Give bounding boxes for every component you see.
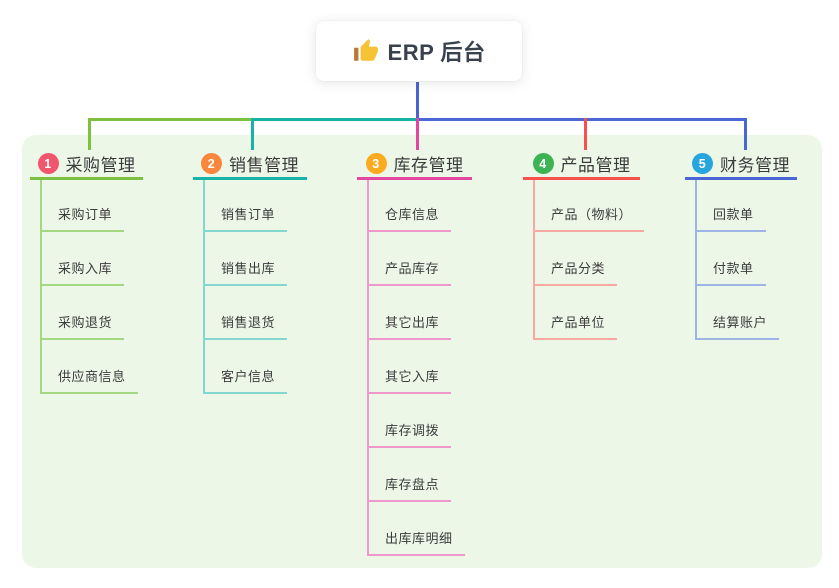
child-label: 销售退货	[221, 315, 276, 330]
branch-label: 库存管理	[393, 156, 464, 175]
child-label: 销售订单	[221, 207, 276, 222]
thumbs-up-icon	[353, 38, 379, 64]
child-node[interactable]: 产品单位	[533, 306, 618, 340]
connector-line	[416, 118, 419, 150]
connector-line	[251, 118, 254, 150]
branch-node-3[interactable]: 3 库存管理	[357, 150, 472, 180]
connector-line	[416, 82, 419, 121]
child-node[interactable]: 销售订单	[203, 198, 288, 232]
child-label: 采购订单	[58, 207, 113, 222]
child-label: 结算账户	[713, 315, 768, 330]
child-node[interactable]: 库存调拨	[367, 414, 452, 448]
child-label: 其它出库	[385, 315, 440, 330]
branches-panel	[22, 135, 822, 568]
child-label: 库存调拨	[385, 423, 440, 438]
branch-node-5[interactable]: 5 财务管理	[685, 150, 797, 180]
child-connector-spine	[695, 180, 697, 340]
child-label: 采购退货	[58, 315, 113, 330]
branch-label: 财务管理	[720, 156, 790, 175]
child-node[interactable]: 出库库明细	[367, 522, 465, 556]
child-label: 付款单	[713, 261, 754, 276]
child-node[interactable]: 付款单	[695, 252, 766, 286]
branch-number-badge: 5	[692, 153, 713, 174]
child-label: 仓库信息	[385, 207, 440, 222]
child-label: 产品分类	[551, 261, 606, 276]
child-node[interactable]: 客户信息	[203, 360, 288, 394]
branch-node-2[interactable]: 2 销售管理	[193, 150, 307, 180]
branch-label: 采购管理	[65, 156, 136, 175]
child-node[interactable]: 产品分类	[533, 252, 618, 286]
child-label: 销售出库	[221, 261, 276, 276]
child-node[interactable]: 销售退货	[203, 306, 288, 340]
child-label: 出库库明细	[385, 531, 453, 546]
child-node[interactable]: 其它入库	[367, 360, 452, 394]
child-label: 产品库存	[385, 261, 440, 276]
child-node[interactable]: 回款单	[695, 198, 766, 232]
child-label: 库存盘点	[385, 477, 440, 492]
connector-line	[744, 118, 747, 150]
child-node[interactable]: 供应商信息	[40, 360, 138, 394]
child-label: 产品（物料）	[551, 207, 633, 222]
child-connector-spine	[533, 180, 535, 340]
connector-line	[584, 118, 587, 150]
root-title: ERP 后台	[387, 40, 486, 65]
branch-label: 销售管理	[229, 156, 299, 175]
root-node[interactable]: ERP 后台	[316, 21, 522, 81]
child-label: 其它入库	[385, 369, 440, 384]
branch-label: 产品管理	[560, 156, 631, 175]
child-node[interactable]: 仓库信息	[367, 198, 452, 232]
child-node[interactable]: 销售出库	[203, 252, 288, 286]
child-node[interactable]: 其它出库	[367, 306, 452, 340]
child-node[interactable]: 采购退货	[40, 306, 125, 340]
child-label: 供应商信息	[58, 369, 126, 384]
branch-number-badge: 4	[532, 153, 554, 174]
branch-number-badge: 2	[201, 153, 222, 174]
connector-line	[416, 118, 747, 121]
child-connector-spine	[40, 180, 42, 394]
branch-number-badge: 3	[365, 153, 387, 174]
child-connector-spine	[367, 180, 369, 556]
child-node[interactable]: 采购订单	[40, 198, 125, 232]
branch-node-1[interactable]: 1 采购管理	[30, 150, 143, 180]
child-label: 产品单位	[551, 315, 606, 330]
child-node[interactable]: 产品（物料）	[533, 198, 645, 232]
child-node[interactable]: 结算账户	[695, 306, 780, 340]
connector-line	[88, 118, 91, 150]
branch-number-badge: 1	[37, 153, 59, 174]
child-label: 客户信息	[221, 369, 276, 384]
child-label: 回款单	[713, 207, 754, 222]
child-label: 采购入库	[58, 261, 113, 276]
connector-line	[88, 118, 254, 121]
child-node[interactable]: 库存盘点	[367, 468, 452, 502]
connector-line	[251, 118, 419, 121]
child-connector-spine	[203, 180, 205, 394]
child-node[interactable]: 采购入库	[40, 252, 125, 286]
child-node[interactable]: 产品库存	[367, 252, 452, 286]
branch-node-4[interactable]: 4 产品管理	[523, 150, 640, 180]
